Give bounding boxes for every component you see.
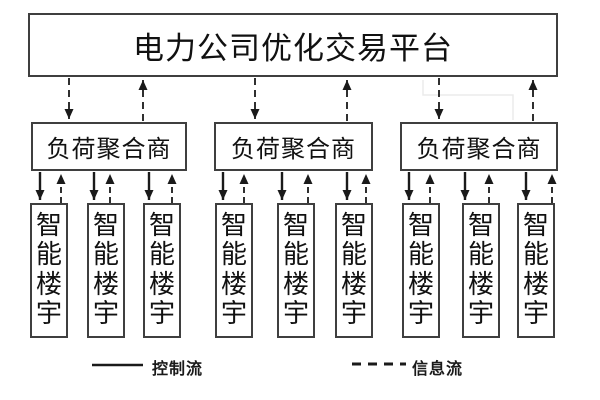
platform-label: 电力公司优化交易平台 — [133, 30, 453, 67]
building-box-6: 智能楼宇 — [335, 203, 373, 338]
legend-control-label: 控制流 — [152, 359, 204, 378]
building-box-7: 智能楼宇 — [402, 203, 440, 338]
building-box-3: 智能楼宇 — [143, 203, 181, 338]
building-box-9: 智能楼宇 — [517, 203, 555, 338]
aggregator-label: 负荷聚合商 — [46, 135, 172, 163]
building-label: 智能楼宇 — [92, 211, 119, 329]
legend-info-label: 信息流 — [412, 359, 464, 378]
building-label: 智能楼宇 — [522, 211, 549, 329]
building-label: 智能楼宇 — [35, 211, 62, 329]
aggregator-label: 负荷聚合商 — [231, 135, 356, 163]
building-box-5: 智能楼宇 — [277, 203, 315, 338]
building-label: 智能楼宇 — [282, 211, 309, 329]
building-label: 智能楼宇 — [340, 211, 367, 329]
building-label: 智能楼宇 — [407, 211, 434, 329]
building-box-4: 智能楼宇 — [215, 203, 253, 338]
building-label: 智能楼宇 — [220, 211, 247, 329]
building-label: 智能楼宇 — [148, 211, 175, 329]
building-box-1: 智能楼宇 — [30, 203, 68, 338]
building-box-8: 智能楼宇 — [462, 203, 500, 338]
aggregator-box-2: 负荷聚合商 — [214, 122, 373, 171]
faint-artifact-line — [422, 80, 514, 120]
building-label: 智能楼宇 — [467, 211, 494, 329]
platform-box: 电力公司优化交易平台 — [28, 13, 558, 77]
aggregator-box-1: 负荷聚合商 — [31, 122, 187, 171]
aggregator-label: 负荷聚合商 — [416, 135, 542, 163]
building-box-2: 智能楼宇 — [87, 203, 125, 338]
aggregator-box-3: 负荷聚合商 — [400, 122, 558, 171]
